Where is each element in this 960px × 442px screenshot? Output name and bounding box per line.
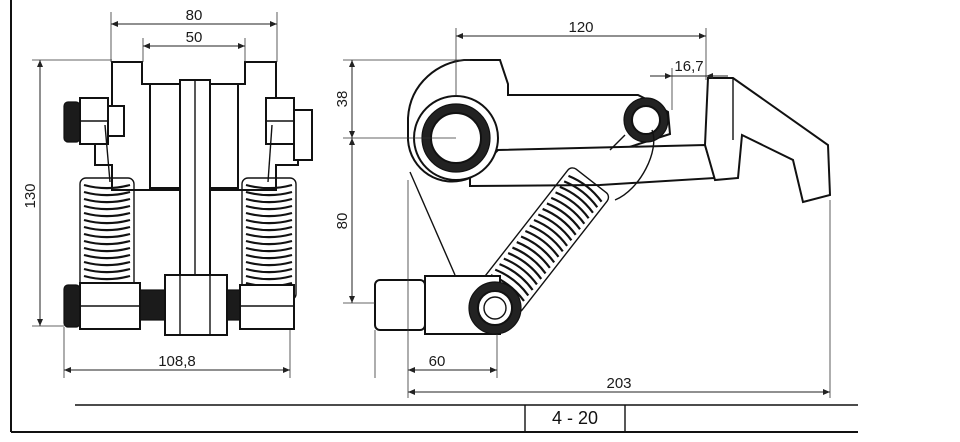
dim-front-width-top: 80 (186, 7, 203, 24)
dim-side-length-top: 120 (568, 19, 593, 36)
side-view-dimensions (343, 28, 831, 398)
dim-front-width-inner: 50 (186, 29, 203, 46)
front-view-dimensions (32, 12, 291, 378)
dim-front-width-bottom: 108,8 (158, 353, 196, 370)
dim-side-base-offset: 60 (429, 353, 446, 370)
dim-side-offset-right: 16,7 (674, 58, 703, 75)
drawing-frame (10, 0, 858, 433)
dim-side-total-length: 203 (606, 375, 631, 392)
sheet-number: 4 - 20 (552, 408, 598, 428)
dim-front-height: 130 (22, 183, 39, 208)
dim-side-height-lower: 80 (334, 213, 351, 230)
side-view (374, 59, 832, 335)
front-view (63, 61, 313, 336)
dim-side-height-upper: 38 (334, 91, 351, 108)
